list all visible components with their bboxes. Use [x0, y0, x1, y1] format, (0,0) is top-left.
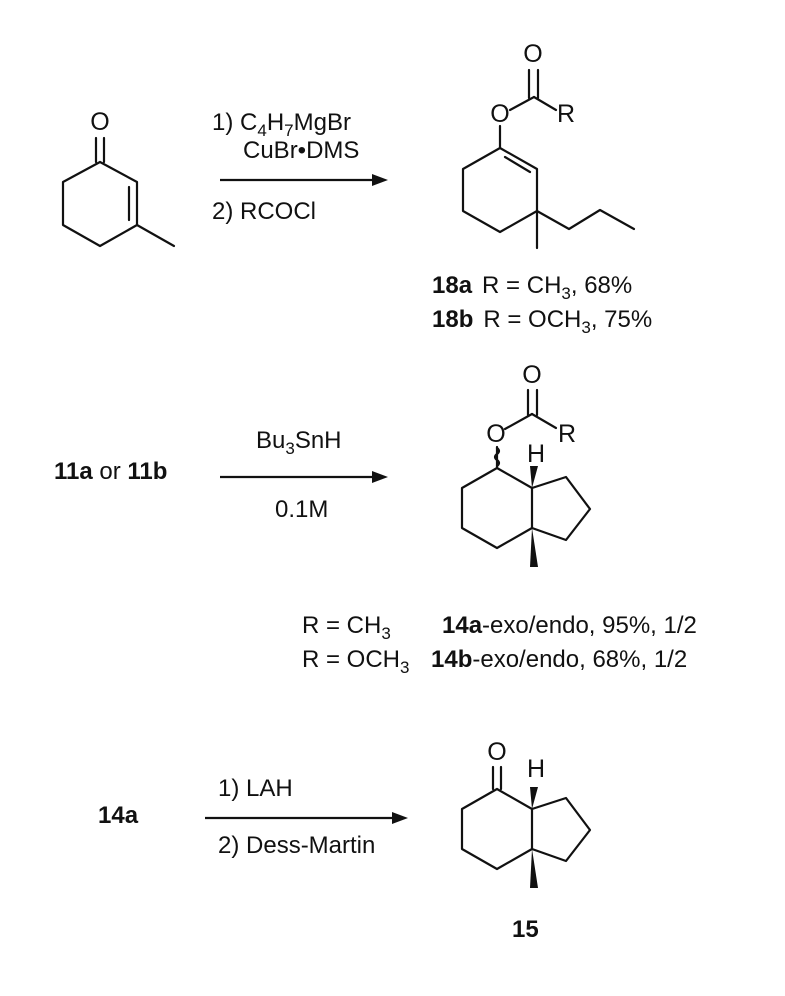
step3-reagent-2: 2) Dess-Martin [218, 832, 375, 859]
atom-label-o: O [523, 40, 542, 68]
enol-ester-structure: O O R [461, 40, 636, 250]
atom-label-o: O [490, 100, 509, 128]
atom-label-h: H [527, 755, 545, 783]
atom-label-h: H [527, 440, 545, 468]
atom-label-o: O [486, 420, 505, 448]
step1-reagent-1: 1) C4H7MgBr [212, 109, 351, 140]
step3-arrow-head [392, 812, 408, 824]
atom-label-r: R [557, 100, 575, 128]
step1-arrow-head [372, 174, 388, 186]
step2-reagent-2: 0.1M [275, 496, 328, 523]
atom-label-o: O [487, 738, 506, 766]
step1-reagent-1b: CuBr•DMS [243, 137, 359, 164]
step2-arrow-head [372, 471, 388, 483]
atom-label-o: O [522, 361, 541, 389]
hydrindane-ester-structure: O O R H [460, 361, 592, 567]
hydrindanone-structure: O H [460, 738, 592, 888]
methylcyclohexenone-structure: O [61, 108, 176, 248]
step2-starting-material: 11a or 11b [54, 458, 167, 485]
atom-label-r: R [558, 420, 576, 448]
product-15-label: 15 [512, 916, 539, 943]
step1-reagent-2: 2) RCOCl [212, 198, 316, 225]
step3-reagent-1: 1) LAH [218, 775, 293, 802]
step2-reagent-1: Bu3SnH [256, 427, 342, 458]
atom-label-o: O [90, 108, 109, 136]
step3-starting-material: 14a [98, 802, 139, 829]
